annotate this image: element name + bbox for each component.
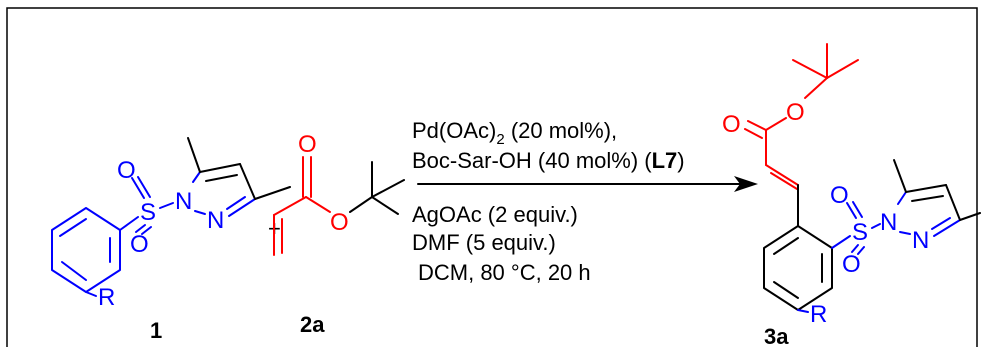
product-sulfur-atom: S — [852, 219, 868, 246]
s-o-bond-1a — [131, 177, 145, 199]
condition-catalyst-subscript: 2 — [496, 131, 504, 148]
nitrogen-atom-1a: N — [175, 188, 192, 215]
product-carbonyl-double-b — [744, 128, 763, 139]
product-tbu-methyl-right — [826, 59, 859, 79]
r-substituent-1: R — [98, 284, 115, 311]
product-r-substituent: R — [810, 301, 827, 328]
product-tbu-o-bond — [804, 77, 828, 99]
nitrogen-atom-1b: N — [207, 207, 224, 234]
condition-ligand-close: ) — [677, 148, 684, 173]
product-nitrogen-atom-b: N — [912, 227, 929, 254]
benzene-1-inner-bond-a — [59, 218, 87, 237]
product-c3-n2-double-a — [933, 219, 961, 237]
c5-c4-double-1b — [205, 174, 238, 182]
product-s-o-bond-d — [857, 246, 865, 255]
carbonyl-ester-bond — [305, 196, 331, 213]
tbu-methyl-right — [371, 179, 405, 198]
product-c4-c3-bond — [945, 184, 961, 221]
product-c3-n2-double-b — [931, 217, 951, 230]
condition-line-2: Boc-Sar-OH (40 mol%) (L7) — [412, 148, 685, 173]
condition-ligand-code: L7 — [652, 148, 678, 173]
condition-ligand: Boc-Sar-OH (40 mol%) ( — [412, 148, 652, 173]
condition-catalyst: Pd(OAc) — [412, 118, 496, 143]
c4-c3-bond-1 — [239, 163, 256, 200]
reactant-2a-label: 2a — [300, 312, 325, 337]
product-s-n-bond — [871, 223, 881, 229]
product-alkene-double-a — [765, 164, 799, 186]
c3-n2-double-1a — [228, 198, 256, 217]
product-c5-c4-double-b — [911, 195, 944, 202]
product-carbonyl-oxygen: O — [722, 111, 741, 138]
benzene-1-inner-bond-c — [61, 261, 87, 281]
product-s-o-bond-c — [851, 244, 859, 253]
s-o-bond-1c — [135, 224, 146, 233]
product-n1-c5-bond — [897, 191, 907, 205]
product-o-carbonyl-bond — [765, 117, 787, 131]
reactant-1-structure: R S O O N N — [51, 137, 291, 311]
product-oxygen-atom-a: O — [830, 182, 849, 209]
product-tbu-methyl-left — [792, 59, 828, 79]
carbonyl-oxygen-2a: O — [298, 131, 317, 158]
condition-line-5: DCM, 80 °C, 20 h — [418, 260, 591, 285]
product-ester-oxygen: O — [786, 99, 805, 126]
s-n-bond-1 — [159, 202, 174, 209]
product-alkene-double-b — [770, 172, 798, 190]
product-s-o-bond-a — [846, 202, 857, 219]
c5-c4-double-1a — [199, 163, 241, 173]
product-s-o-bond-b — [852, 201, 863, 218]
condition-line-4: DMF (5 equiv.) — [412, 230, 556, 255]
reaction-arrowhead — [734, 176, 758, 192]
product-carbonyl-double-a — [747, 120, 767, 131]
product-c3-methyl — [959, 212, 981, 221]
condition-line-3: AgOAc (2 equiv.) — [412, 202, 578, 227]
c5-methyl-1 — [187, 137, 201, 173]
product-3a-structure: O O R S O O N N — [722, 43, 981, 328]
r-bond-1 — [85, 291, 97, 297]
ester-oxygen-2a: O — [330, 209, 349, 236]
s-o-bond-1d — [141, 226, 152, 235]
reactant-1-label: 1 — [150, 318, 162, 343]
tbu-methyl-down — [371, 196, 399, 215]
product-benzene-inner-bond-c — [773, 237, 799, 255]
product-3a-label: 3a — [764, 324, 789, 347]
c3-n2-double-1b — [226, 196, 246, 210]
ph-s-bond-1 — [119, 216, 139, 231]
n1-c5-bond-1 — [192, 171, 201, 183]
oxygen-atom-1b: O — [130, 231, 149, 258]
product-c5-methyl — [893, 159, 907, 193]
condition-line-1: Pd(OAc)2 (20 mol%), — [412, 118, 617, 148]
product-r-bond — [797, 309, 809, 313]
ester-o-tbu-bond — [349, 196, 373, 213]
oxygen-atom-1a: O — [117, 157, 136, 184]
c3-methyl-1 — [254, 186, 291, 200]
scheme-border — [6, 7, 978, 347]
product-c5-c4-double-a — [905, 184, 947, 193]
product-aryl-s-bond — [831, 235, 851, 249]
n2-n1-bond-1 — [194, 210, 206, 215]
sulfur-atom-1: S — [140, 199, 156, 226]
product-benzene-inner-bond-b — [773, 281, 799, 299]
s-o-bond-1b — [137, 176, 151, 198]
reactant-2a-structure: O O — [273, 131, 405, 256]
condition-catalyst-loading: (20 mol%), — [505, 118, 617, 143]
product-oxygen-atom-b: O — [842, 251, 861, 278]
product-nitrogen-atom-a: N — [880, 209, 897, 236]
product-n2-n1-bond — [899, 231, 911, 235]
vinyl-carbonyl-bond — [273, 196, 307, 216]
